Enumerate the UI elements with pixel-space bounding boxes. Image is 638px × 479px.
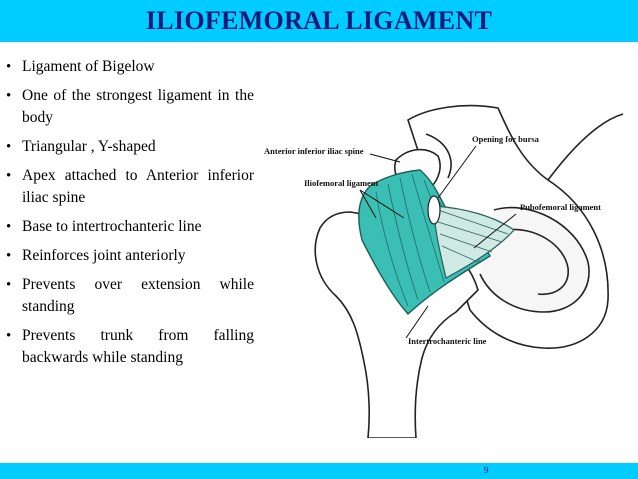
slide-title: ILIOFEMORAL LIGAMENT xyxy=(145,6,493,35)
hip-ligament-illustration: Anterior inferior iliac spine Opening fo… xyxy=(264,104,624,438)
bursa-opening-shape xyxy=(427,195,441,225)
bullet-item: Reinforces joint anteriorly xyxy=(6,245,254,267)
bullet-item: Ligament of Bigelow xyxy=(6,56,254,78)
bullet-item: One of the strongest ligament in the bod… xyxy=(6,85,254,129)
label-intertrochanteric-line: Intertrochanteric line xyxy=(408,336,487,346)
bullet-list: Ligament of Bigelow One of the strongest… xyxy=(6,56,254,369)
pubofemoral-ligament xyxy=(433,205,515,279)
footer-bar: 9 xyxy=(0,463,638,479)
label-iliofemoral-ligament: Iliofemoral ligament xyxy=(304,178,379,188)
label-pubofemoral-ligament: Pubofemoral ligament xyxy=(520,202,601,212)
page-number: 9 xyxy=(484,465,489,475)
bullet-item: Apex attached to Anterior inferior iliac… xyxy=(6,165,254,209)
bullet-item: Triangular , Y-shaped xyxy=(6,136,254,158)
label-opening-for-bursa: Opening for bursa xyxy=(472,134,540,144)
title-bar: ILIOFEMORAL LIGAMENT xyxy=(0,0,638,42)
bullet-item: Prevents trunk from falling backwards wh… xyxy=(6,325,254,369)
bullet-item: Prevents over extension while standing xyxy=(6,274,254,318)
leader-lines xyxy=(359,145,517,339)
label-anterior-inferior-iliac-spine: Anterior inferior iliac spine xyxy=(264,146,364,156)
bullet-item: Base to intertrochanteric line xyxy=(6,216,254,238)
